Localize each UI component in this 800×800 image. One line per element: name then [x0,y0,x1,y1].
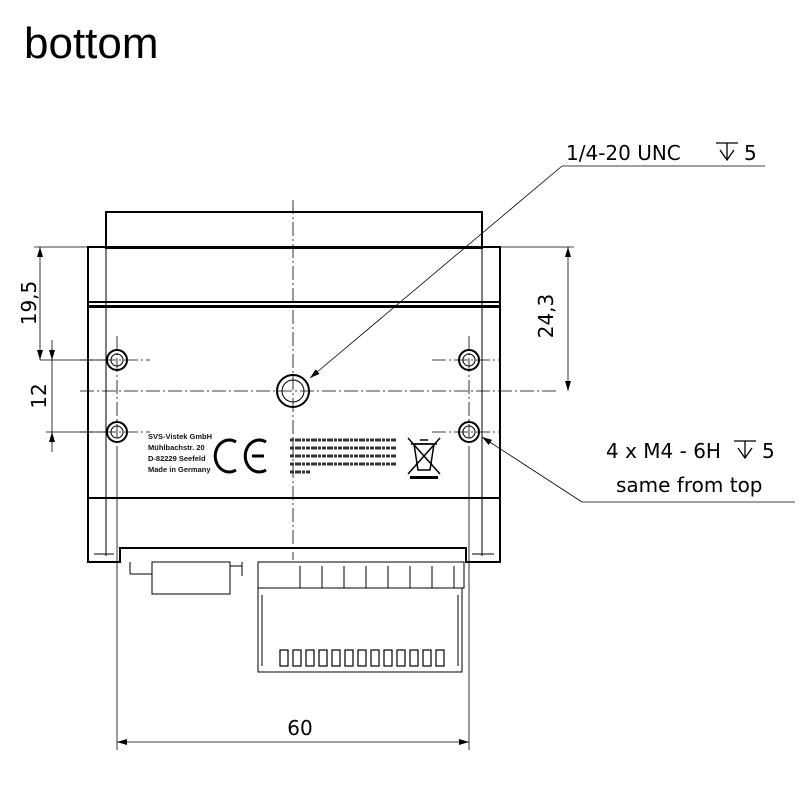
io-connector [151,561,231,595]
plug-fin [435,649,445,667]
plug-fin [331,649,341,667]
regulatory-text-block [290,438,396,474]
callout-tripod-thread-depth: 5 [744,141,757,165]
depth-symbol-icon [716,142,738,162]
view-title: bottom [24,19,159,68]
plug-fin [396,649,406,667]
rear-connectors [129,561,465,673]
tripod-thread-hole [276,374,310,408]
center-lines [80,200,556,560]
dim-label-19-5: 19,5 [17,281,41,326]
callout-mount-holes-depth: 5 [762,439,775,463]
plug-fin [344,649,354,667]
depth-symbol-icon [734,440,756,460]
plug-fin [292,649,302,667]
mount-hole-bottom-left [106,421,128,443]
mount-hole-bottom-right [458,421,480,443]
callout-tripod-thread: 1/4-20 UNC 5 [309,141,765,379]
upper-band [87,246,501,308]
plug-fin [357,649,367,667]
callout-mount-holes-note: same from top [616,473,763,497]
dimension-24-3: 24,3 [500,246,574,391]
ethernet-housing [257,561,465,589]
label-line-4: Made in Germany [148,465,211,474]
dim-label-60: 60 [287,716,312,740]
plug-fin [279,649,289,667]
body-housing [87,305,501,499]
dim-label-24-3: 24,3 [534,294,558,339]
rear-flange [87,498,501,563]
callout-tripod-thread-text: 1/4-20 UNC [566,141,681,165]
weee-bin-icon [407,437,441,479]
dimension-19-5: 19,5 [17,246,106,361]
ce-mark-icon [213,438,267,474]
plug-fin [383,649,393,667]
dimension-60: 60 [116,456,470,750]
label-line-1: SVS-Vistek GmbH [148,432,212,441]
plug-fin [422,649,432,667]
camera-body [87,211,501,563]
plug-fin [370,649,380,667]
label-line-2: Mühlbachstr. 20 [148,443,205,452]
mount-hole-top-right [458,349,480,371]
ethernet-plug [257,588,463,673]
dimension-12: 12 [27,340,106,452]
callout-mount-holes-text: 4 x M4 - 6H [606,439,721,463]
front-ring [105,211,483,249]
callout-mount-holes: 4 x M4 - 6H 5 same from top [481,436,795,503]
plug-fin [409,649,419,667]
dim-label-12: 12 [27,383,51,408]
plug-fin [318,649,328,667]
label-plate: SVS-Vistek GmbH Mühlbachstr. 20 D-82229 … [148,432,441,479]
plug-fin [305,649,315,667]
label-line-3: D-82229 Seefeld [148,454,206,463]
mount-hole-top-left [106,349,128,371]
